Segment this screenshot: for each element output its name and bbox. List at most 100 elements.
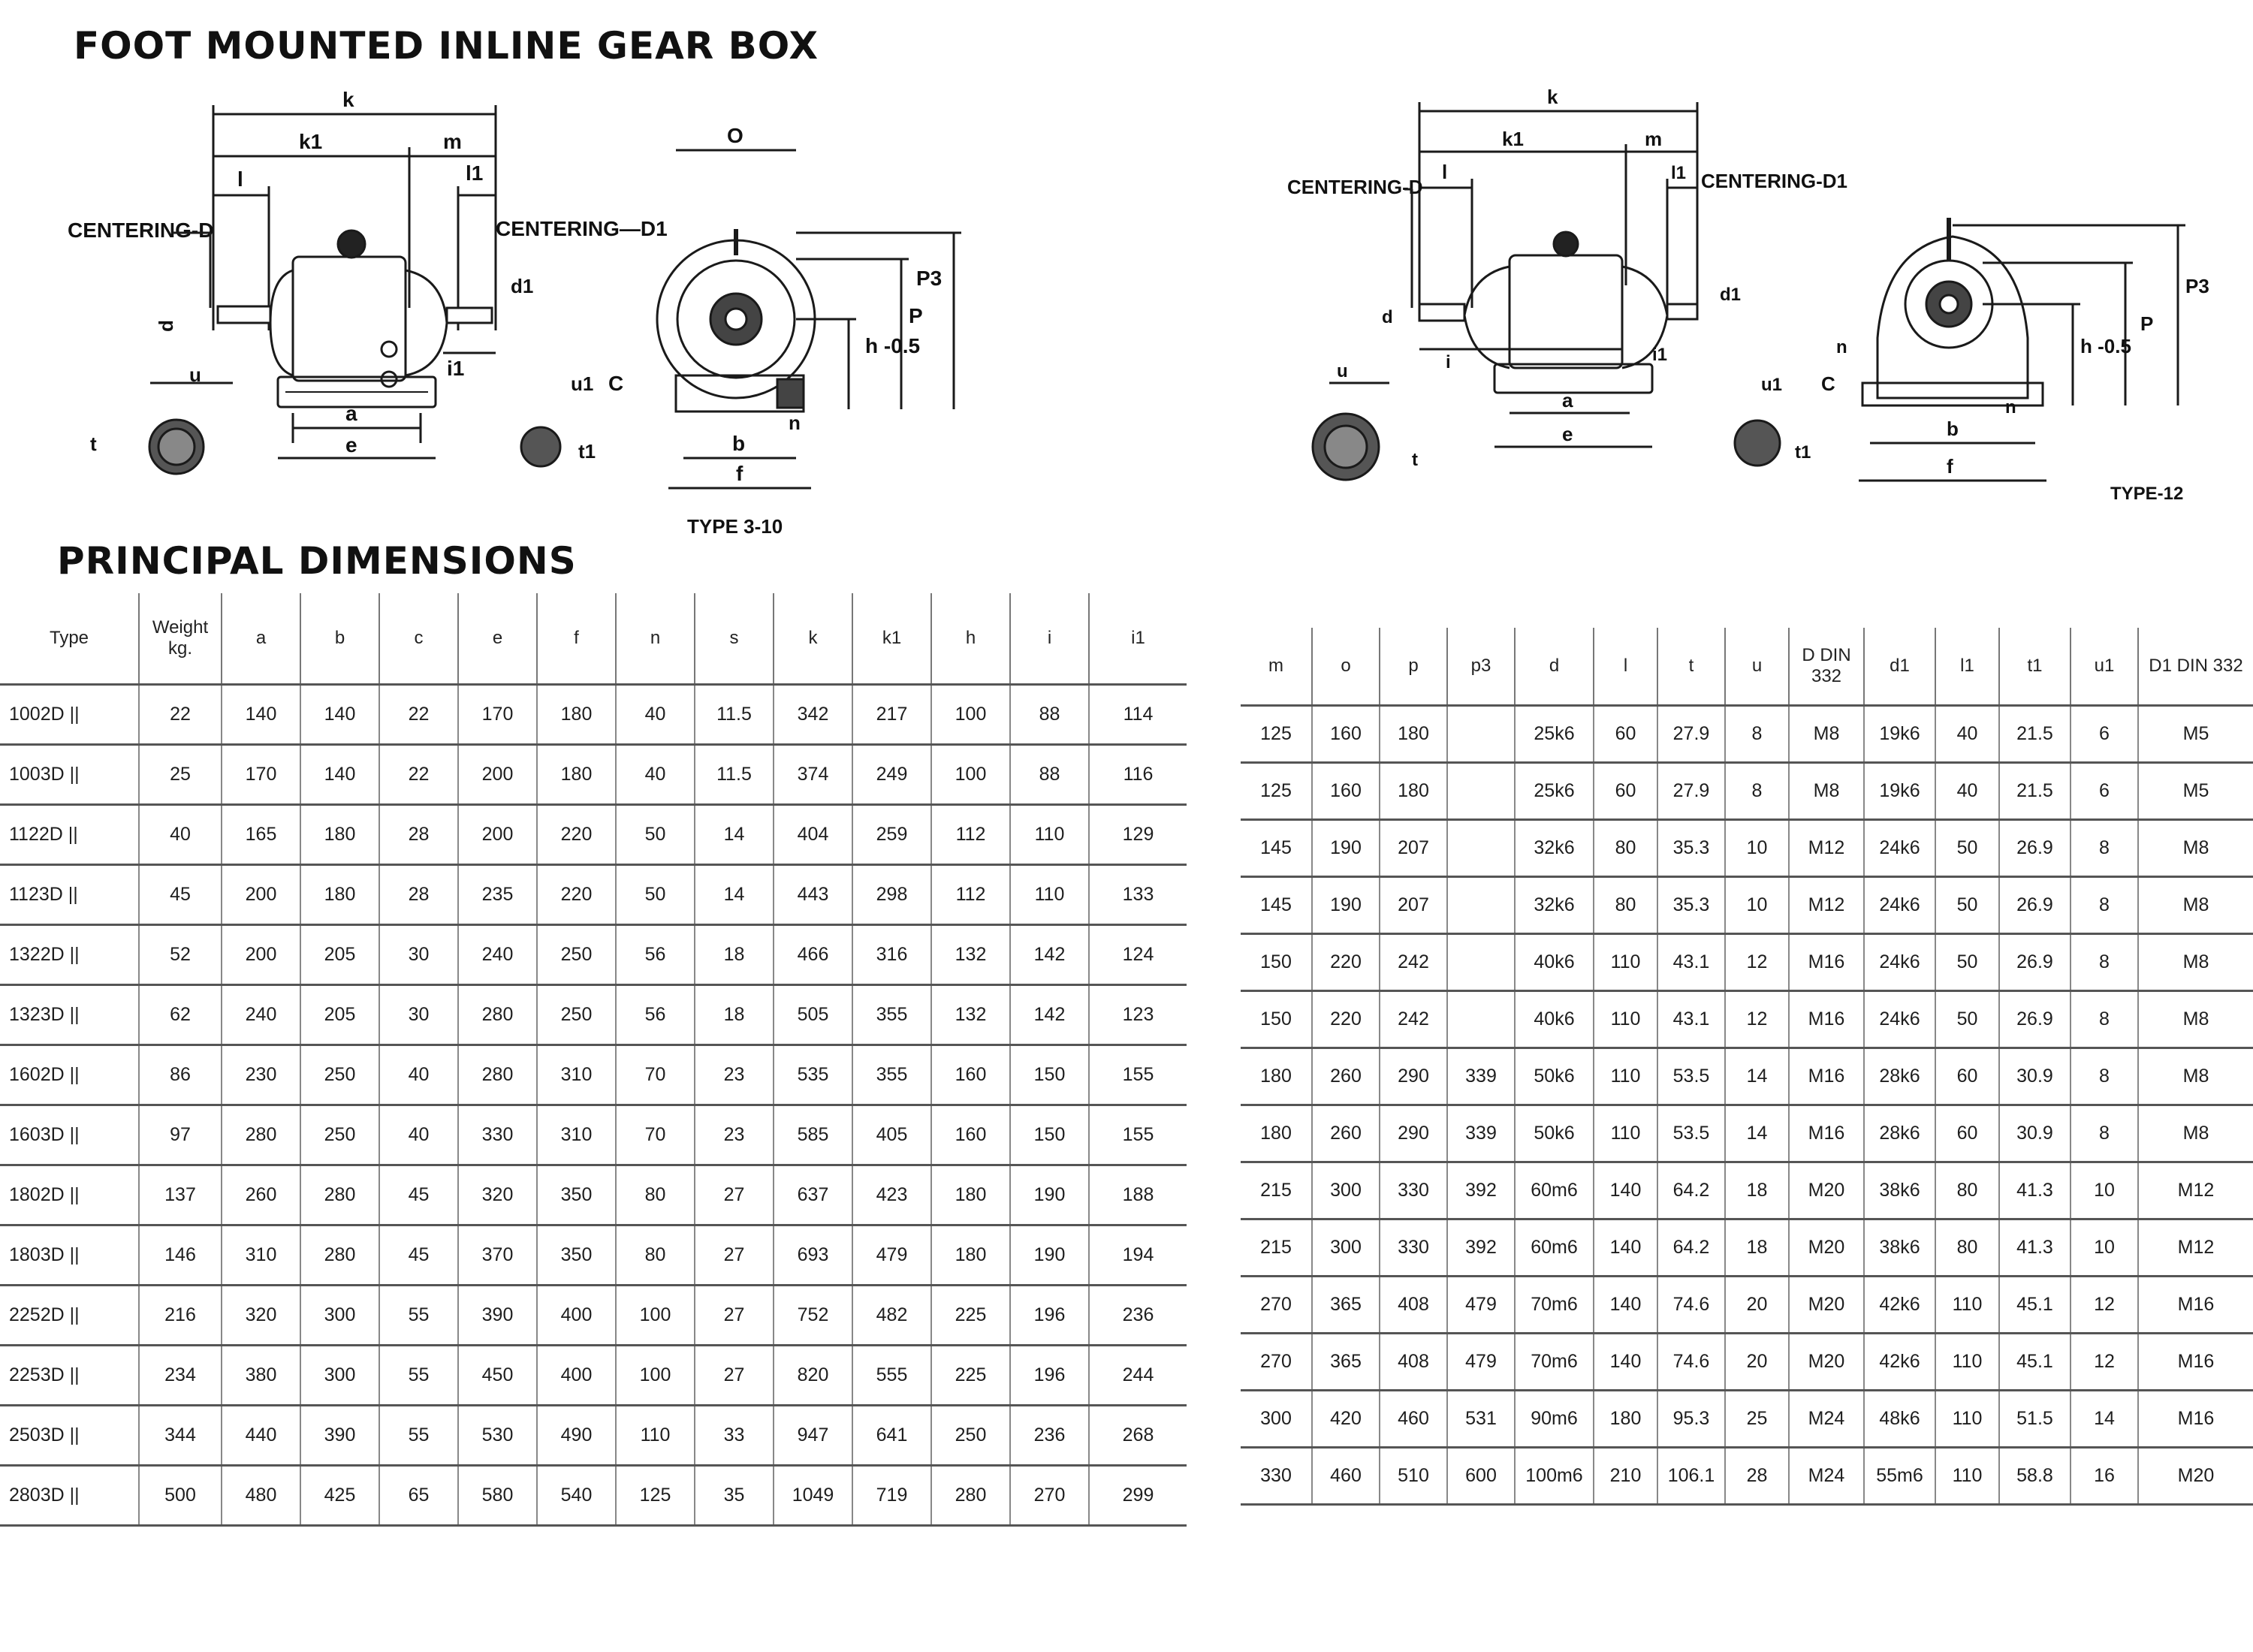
table-cell: 32k6 xyxy=(1514,876,1594,935)
table-cell: 64.2 xyxy=(1657,1219,1725,1277)
table-cell: 28 xyxy=(379,804,458,866)
column-header: o xyxy=(1311,628,1380,707)
table-cell: 1802D || xyxy=(0,1165,139,1226)
table-cell: 260 xyxy=(1311,1105,1380,1163)
table-cell: 479 xyxy=(852,1225,931,1286)
dim-label-p: P xyxy=(2140,312,2153,335)
table-cell: 88 xyxy=(1009,744,1089,806)
table-cell: 693 xyxy=(773,1225,852,1286)
table-cell: 160 xyxy=(930,1045,1010,1106)
table-cell: 50 xyxy=(1935,990,1999,1049)
table-cell: 100 xyxy=(930,684,1010,746)
table-cell: 22 xyxy=(379,684,458,746)
table-cell: 27 xyxy=(694,1165,774,1226)
table-cell: 8 xyxy=(1724,705,1789,764)
table-cell: 114 xyxy=(1088,684,1187,746)
table-cell: 150 xyxy=(1241,990,1312,1049)
table-cell: 60m6 xyxy=(1514,1162,1594,1220)
table-cell: 18 xyxy=(694,984,774,1046)
table-cell: 482 xyxy=(852,1285,931,1346)
table-cell: 42k6 xyxy=(1863,1333,1935,1391)
dim-label-n-top: n xyxy=(1836,337,1847,357)
table-cell: 300 xyxy=(300,1345,379,1406)
dim-label-d: d xyxy=(155,320,177,332)
column-header: i xyxy=(1009,593,1089,686)
dim-label-h: h -0.5 xyxy=(865,334,920,357)
column-header: h xyxy=(930,593,1010,686)
table-cell: 180 xyxy=(300,864,379,926)
table-cell: 392 xyxy=(1446,1219,1515,1277)
table-cell: 56 xyxy=(615,984,695,1046)
table-cell: 180 xyxy=(1241,1105,1312,1163)
table-cell: 14 xyxy=(1724,1048,1789,1106)
table-cell: 50 xyxy=(615,864,695,926)
table-cell: 170 xyxy=(221,744,300,806)
table-cell: 80 xyxy=(1935,1162,1999,1220)
table-cell: 33 xyxy=(694,1405,774,1467)
column-header: d1 xyxy=(1863,628,1935,707)
table-cell: 142 xyxy=(1009,924,1089,986)
table-cell: M20 xyxy=(1788,1333,1864,1391)
dim-label-p3: P3 xyxy=(916,267,942,290)
dim-label-l: l xyxy=(237,167,243,191)
table-cell: 8 xyxy=(1724,762,1789,821)
table-cell: 400 xyxy=(536,1345,616,1406)
table-cell: M8 xyxy=(2137,819,2253,878)
table-cell: 70m6 xyxy=(1514,1276,1594,1334)
table-cell: 32k6 xyxy=(1514,819,1594,878)
table-cell xyxy=(1446,933,1515,992)
table-cell: M24 xyxy=(1788,1447,1864,1506)
table-cell: 355 xyxy=(852,1045,931,1106)
table-cell: 18 xyxy=(694,924,774,986)
column-header: Type xyxy=(0,593,139,686)
table-cell: 200 xyxy=(457,804,537,866)
table-cell: 124 xyxy=(1088,924,1187,986)
table-cell: 100 xyxy=(615,1285,695,1346)
table-cell: 299 xyxy=(1088,1465,1187,1527)
table-cell: 190 xyxy=(1009,1225,1089,1286)
dim-label-i: i xyxy=(1446,352,1451,372)
table-cell: 280 xyxy=(930,1465,1010,1527)
table-cell: 420 xyxy=(1311,1390,1380,1449)
table-cell: 10 xyxy=(1724,819,1789,878)
table-cell: 28 xyxy=(379,864,458,926)
table-cell: 240 xyxy=(221,984,300,1046)
table-cell: 55 xyxy=(379,1345,458,1406)
table-cell: 10 xyxy=(2070,1162,2138,1220)
table-cell: 142 xyxy=(1009,984,1089,1046)
table-cell: 40k6 xyxy=(1514,990,1594,1049)
table-cell: M12 xyxy=(2137,1219,2253,1277)
section-title: PRINCIPAL DIMENSIONS xyxy=(57,539,577,583)
table-cell: 22 xyxy=(379,744,458,806)
table-cell: 820 xyxy=(773,1345,852,1406)
table-cell: 220 xyxy=(1311,933,1380,992)
table-cell: 194 xyxy=(1088,1225,1187,1286)
table-cell: 27 xyxy=(694,1285,774,1346)
table-cell: 1122D || xyxy=(0,804,139,866)
table-cell: 48k6 xyxy=(1863,1390,1935,1449)
column-header: l1 xyxy=(1935,628,1999,707)
column-header: u1 xyxy=(2070,628,2138,707)
table-cell: 110 xyxy=(1009,864,1089,926)
table-cell: 45 xyxy=(138,864,222,926)
dim-label-a: a xyxy=(345,402,357,425)
dim-label-e: e xyxy=(1562,423,1573,445)
dim-label-l1: l1 xyxy=(1671,163,1686,183)
column-header: k xyxy=(773,593,852,686)
table-cell: 268 xyxy=(1088,1405,1187,1467)
table-cell: 280 xyxy=(457,1045,537,1106)
table-cell: 188 xyxy=(1088,1165,1187,1226)
column-header: t xyxy=(1657,628,1725,707)
table-cell: 86 xyxy=(138,1045,222,1106)
table-cell: 132 xyxy=(930,924,1010,986)
table-cell: 80 xyxy=(1593,876,1657,935)
dim-label-m: m xyxy=(443,130,462,153)
table-cell: 392 xyxy=(1446,1162,1515,1220)
